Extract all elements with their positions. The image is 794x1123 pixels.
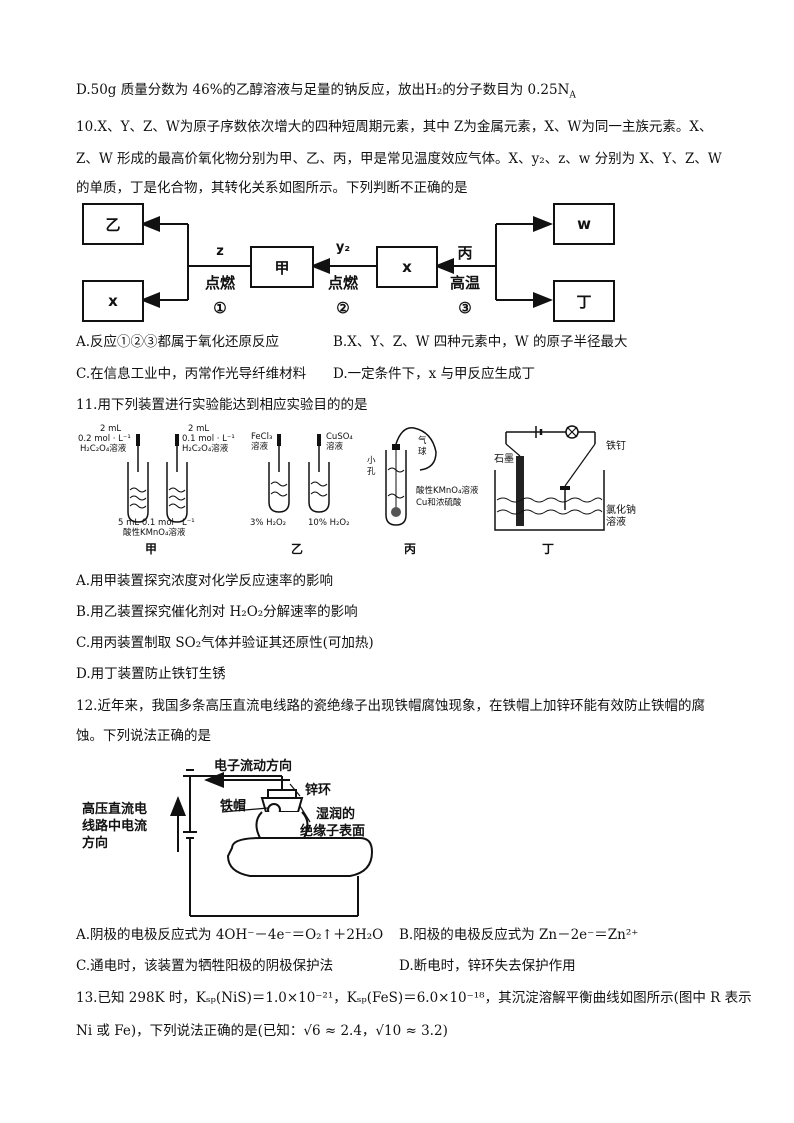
q12-stem-line-1: 12.近年来，我国多条高压直流电线路的瓷绝缘子出现铁帽腐蚀现象，在铁帽上加锌环能…	[76, 698, 705, 714]
q12-label-wet-2: 绝缘子表面	[300, 824, 366, 839]
q11-yi-a2: 溶液	[251, 442, 269, 452]
q10-option-c: C.在信息工业中，丙常作光导纤维材料	[76, 366, 307, 382]
q11-caption-ding: 丁	[542, 542, 555, 556]
q11-bing-a: 小	[367, 456, 376, 466]
q11-yi-b2: 溶液	[326, 442, 344, 452]
q11-option-d: D.用丁装置防止铁钉生锈	[76, 666, 226, 682]
q10-box-jia: 甲	[250, 246, 314, 288]
q11-bing-d: Cu和浓硫酸	[416, 498, 462, 508]
q12-option-b: B.阳极的电极反应式为 Zn－2e⁻＝Zn²⁺	[399, 927, 639, 943]
q11-option-c: C.用丙装置制取 SO₂气体并验证其还原性(可加热)	[76, 635, 374, 651]
q10-label-circle-3: ③	[458, 299, 472, 317]
q11-yi-b1: CuSO₄	[326, 432, 353, 442]
q10-box-x-left: x	[82, 280, 144, 322]
q12-label-electron-flow: 电子流动方向	[214, 759, 293, 774]
q11-caption-bing: 丙	[404, 542, 417, 556]
q11-jia-a2: 0.2 mol · L⁻¹	[78, 434, 131, 444]
q11-caption-yi: 乙	[291, 542, 304, 556]
q10-label-circle-1: ①	[213, 299, 227, 317]
q11-bing-qi: 气	[418, 436, 427, 446]
q11-caption-jia: 甲	[145, 542, 158, 556]
q10-box-w: w	[553, 203, 615, 245]
q12-label-current-1: 高压直流电	[82, 802, 148, 817]
q11-option-b: B.用乙装置探究催化剂对 H₂O₂分解速率的影响	[76, 604, 358, 620]
q11-ding-b: 铁钉	[606, 441, 626, 452]
q10-option-a: A.反应①②③都属于氧化还原反应	[76, 334, 280, 350]
q12-label-wet-1: 湿润的	[316, 807, 356, 822]
q11-bing-qiu: 球	[418, 447, 427, 457]
q10-box-ding: 丁	[553, 280, 615, 322]
q10-label-dianran-2: 点燃	[327, 274, 358, 292]
q12-option-c: C.通电时，该装置为牺牲阳极的阴极保护法	[76, 958, 334, 974]
q11-jia-b2: 0.1 mol · L⁻¹	[182, 434, 235, 444]
q11-jia-b3: H₂C₂O₄溶液	[182, 444, 229, 454]
q10-label-bing: 丙	[457, 244, 473, 262]
q10-box-x-mid: x	[376, 246, 438, 288]
q10-label-y2: y₂	[335, 240, 351, 255]
q11-yi-a1: FeCl₃	[251, 432, 273, 442]
q11-ding-a: 石墨	[494, 454, 514, 465]
q11-bing-c: 酸性KMnO₄溶液	[416, 486, 479, 496]
q11-yi-c2: 10% H₂O₂	[308, 518, 350, 528]
q9-option-d-sub: A	[569, 90, 576, 101]
q12-label-current-2: 线路中电流	[82, 819, 148, 834]
q10-box-yi: 乙	[82, 203, 144, 245]
q10-label-circle-2: ②	[336, 299, 350, 317]
q10-option-b: B.X、Y、Z、W 四种元素中，W 的原子半径最大	[333, 334, 628, 350]
q11-yi-c1: 3% H₂O₂	[250, 518, 287, 528]
q11-option-a: A.用甲装置探究浓度对化学反应速率的影响	[76, 573, 334, 589]
q10-stem-line-3: 的单质，丁是化合物，其转化关系如图所示。下列判断不正确的是	[76, 180, 468, 196]
q10-label-dianran-1: 点燃	[204, 274, 235, 292]
q11-ding-c: 氯化钠	[606, 505, 636, 516]
q10-label-z: z	[216, 244, 224, 259]
q12-option-d: D.断电时，锌环失去保护作用	[399, 958, 576, 974]
q12-label-zinc-ring: 锌环	[305, 783, 332, 798]
q12-label-current-3: 方向	[82, 836, 109, 851]
q11-jia-c2: 酸性KMnO₄溶液	[123, 528, 186, 538]
q11-ding-d: 溶液	[606, 517, 626, 528]
q11-bing-b: 孔	[367, 467, 376, 477]
q11-jia-b1: 2 mL	[188, 424, 210, 434]
q10-stem-line-2: Z、W 形成的最高价氧化物分别为甲、乙、丙，甲是常见温度效应气体。X、y₂、z、…	[76, 151, 722, 167]
q12-option-a: A.阴极的电极反应式为 4OH⁻－4e⁻＝O₂↑＋2H₂O	[76, 927, 384, 943]
q10-label-gaowen: 高温	[449, 274, 480, 292]
q9-option-d-text: D.50g 质量分数为 46%的乙醇溶液与足量的钠反应，放出H₂的分子数目为 0…	[76, 82, 570, 98]
q13-stem-line-1: 13.已知 298K 时，Kₛₚ(NiS)＝1.0×10⁻²¹，Kₛₚ(FeS)…	[76, 990, 752, 1006]
q11-jia-c1: 5 mL 0.1 mol · L⁻¹	[118, 518, 195, 528]
q9-option-d: D.50g 质量分数为 46%的乙醇溶液与足量的钠反应，放出H₂的分子数目为 0…	[76, 80, 576, 106]
q10-stem-line-1: 10.X、Y、Z、W为原子序数依次增大的四种短周期元素，其中 Z为金属元素，X、…	[76, 119, 713, 135]
q10-option-d: D.一定条件下，x 与甲反应生成丁	[333, 366, 536, 382]
q12-label-iron-cap: 铁帽	[220, 799, 247, 814]
q12-stem-line-2: 蚀。下列说法正确的是	[76, 728, 211, 744]
q11-jia-a3: H₂C₂O₄溶液	[80, 444, 127, 454]
q11-jia-a1: 2 mL	[100, 424, 122, 434]
q11-stem: 11.用下列装置进行实验能达到相应实验目的的是	[76, 397, 368, 413]
q13-stem-line-2: Ni 或 Fe)，下列说法正确的是(已知：√6 ≈ 2.4，√10 ≈ 3.2)	[76, 1023, 448, 1039]
